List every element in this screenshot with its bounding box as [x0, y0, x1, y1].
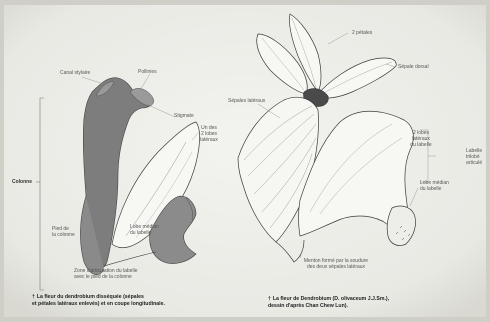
- label-2-petales: 2 pétales: [352, 30, 372, 36]
- label-lobe-median-right: Lobe médian du labelle: [420, 180, 449, 192]
- label-labelle-trilobe: Labelle trilobé articulé: [466, 148, 482, 166]
- label-lobes-lateraux-labelle: 2 lobes latéraux du labelle: [408, 130, 434, 148]
- caption-right: †La fleur de Dendrobium (D. olivaceum J.…: [268, 296, 389, 309]
- label-pied-colonne: Pied de la colonne: [52, 226, 75, 238]
- label-menton: Menton formé par la soudure des deux sép…: [286, 258, 386, 270]
- label-stigmate: Stigmate: [174, 113, 194, 119]
- caption-left: †La fleur du dendrobium disséquée (sépal…: [32, 294, 165, 307]
- label-pollinies: Pollinies: [138, 69, 157, 75]
- petal-right-shape: [316, 58, 396, 98]
- label-colonne: Colonne: [12, 179, 32, 185]
- labellum-median-lobe-shape: [387, 206, 415, 246]
- label-un-des-lobes: Un des 2 lobes latéraux: [196, 125, 222, 143]
- label-zone-articulation: Zone d'articulation du labelle avec le p…: [74, 268, 138, 280]
- label-lobe-median-left: Lobe médian du labelle: [130, 224, 159, 236]
- label-sepales-lateraux: Sépales latéraux: [228, 98, 265, 104]
- label-sepale-dorsal: Sépale dorsal: [398, 64, 429, 70]
- label-canal-stylaire: Canal stylaire: [60, 70, 90, 76]
